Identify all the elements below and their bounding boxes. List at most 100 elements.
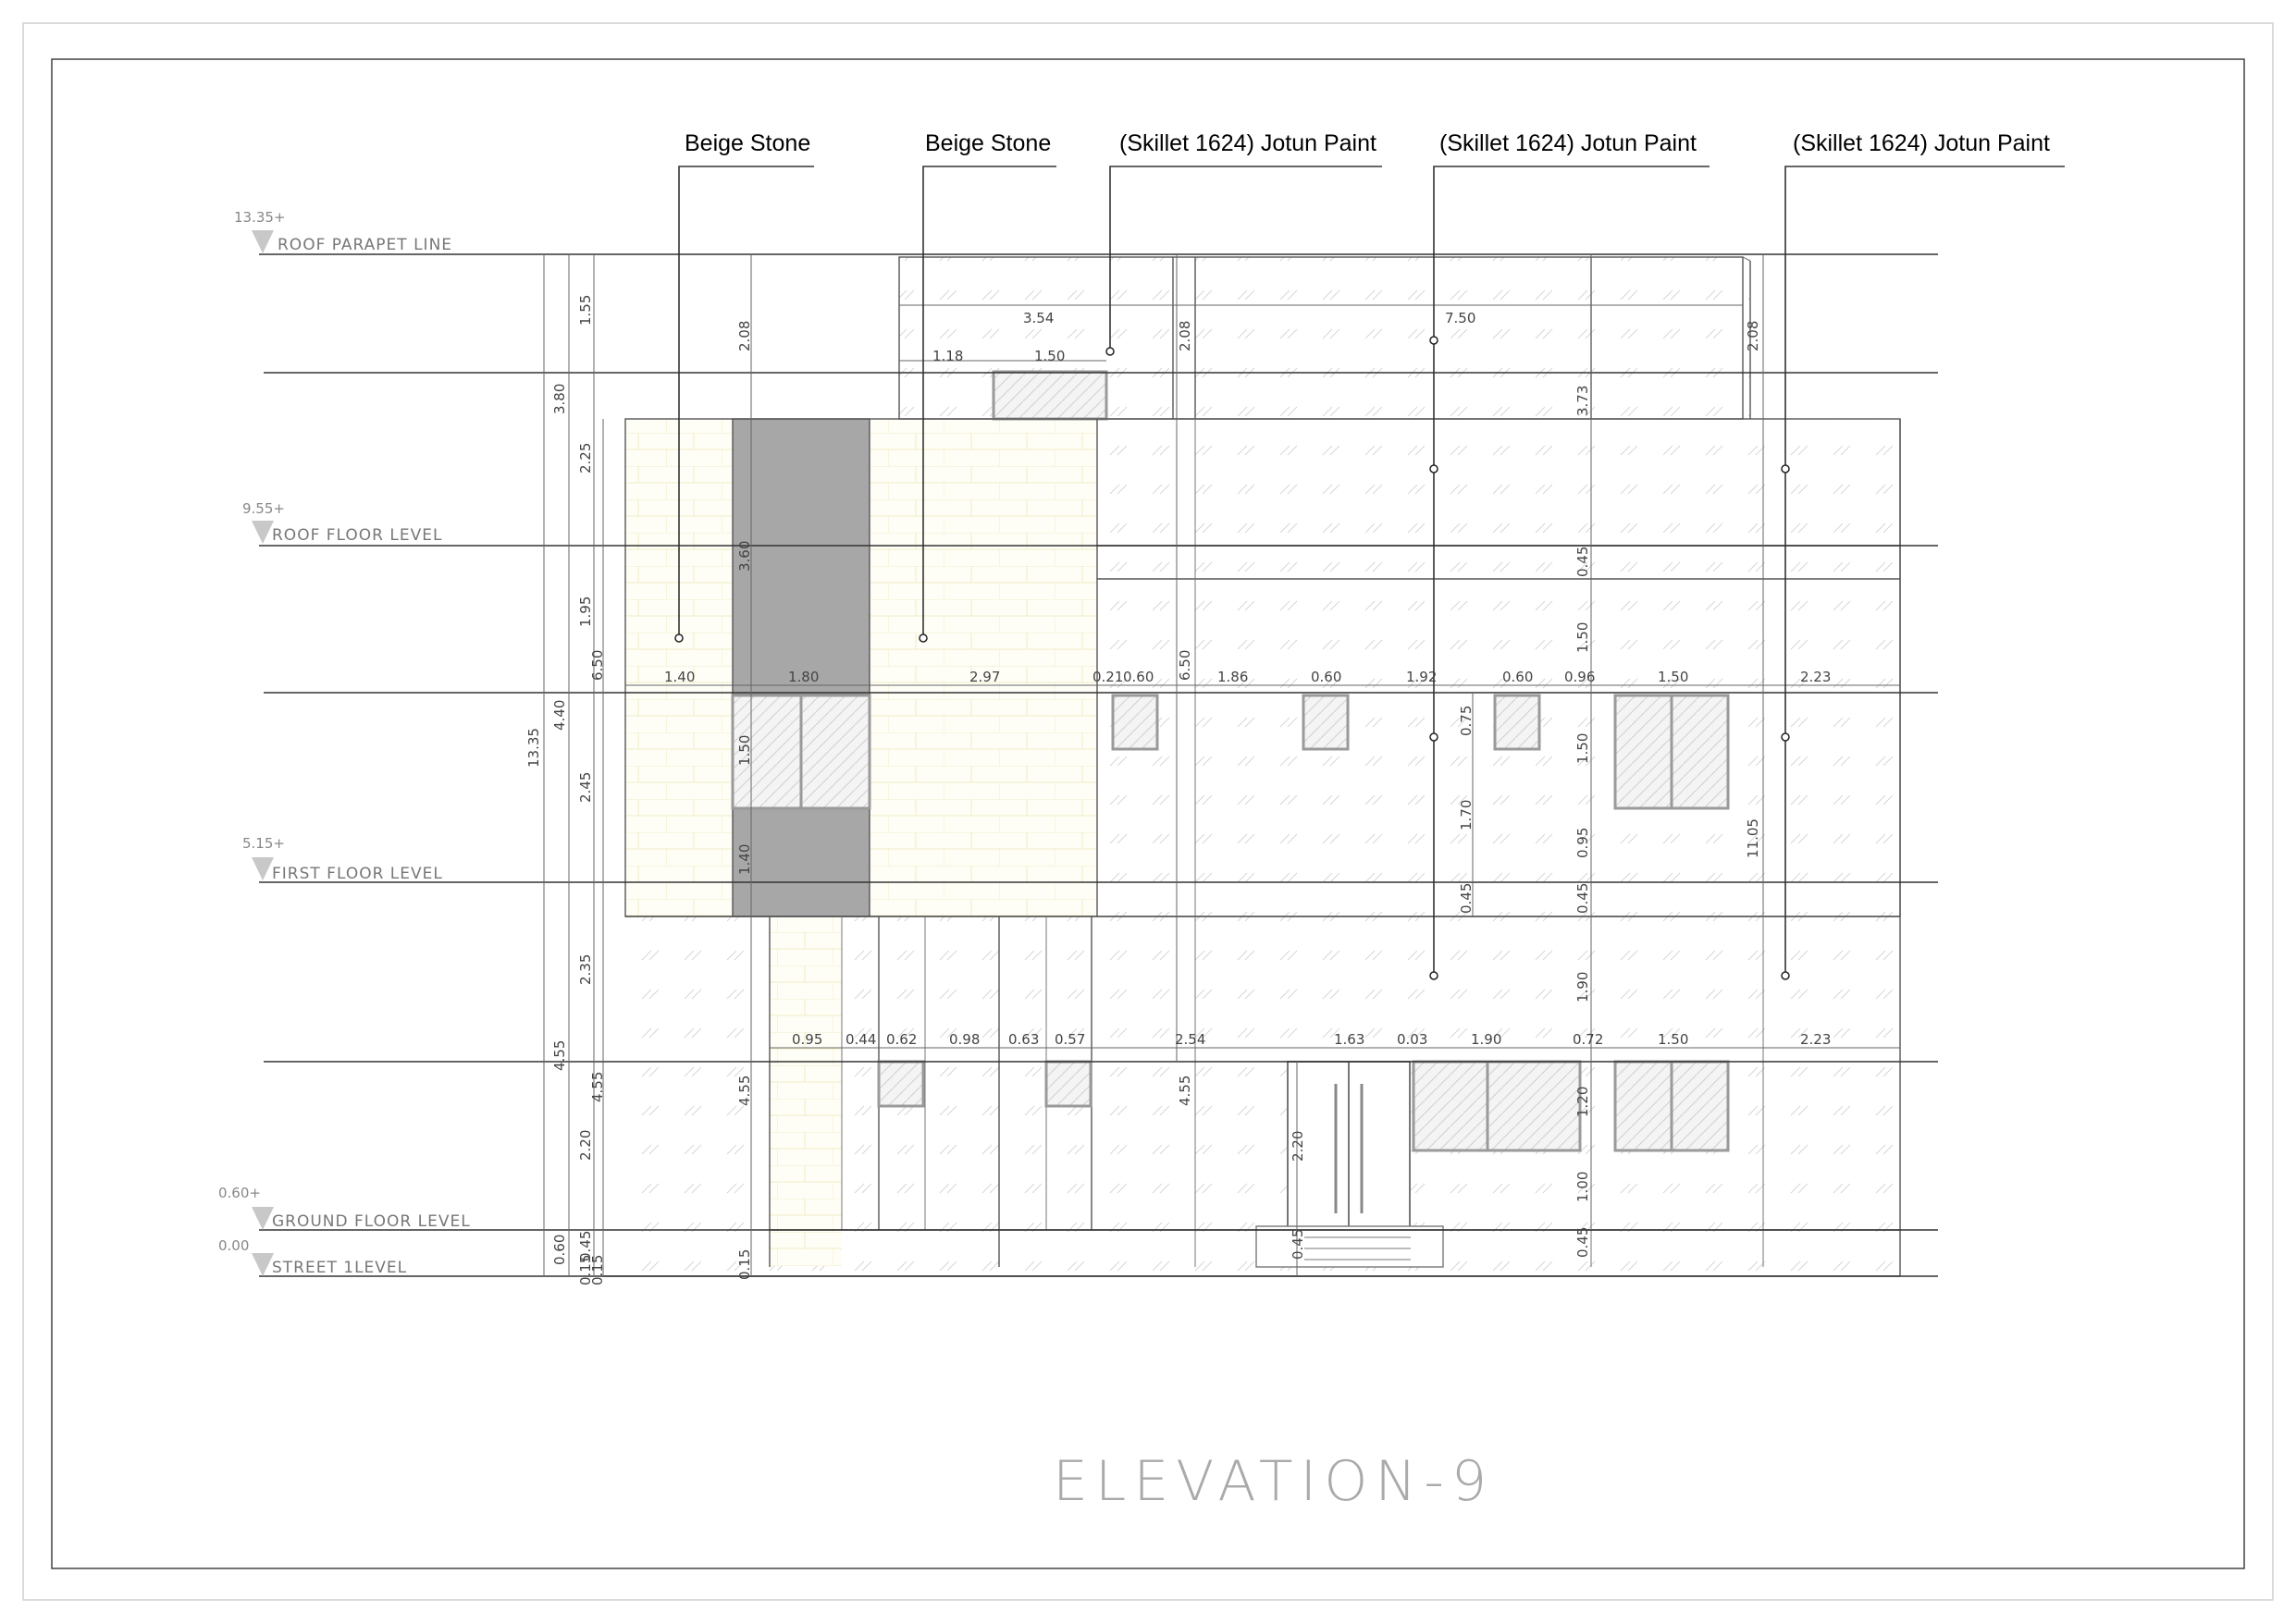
svg-text:0.95: 0.95 bbox=[1574, 828, 1591, 858]
stone-cladding-ground bbox=[770, 916, 842, 1266]
callout-beige-stone-2: Beige Stone bbox=[919, 130, 1056, 643]
svg-text:1.55: 1.55 bbox=[577, 295, 594, 326]
level-first-floor: 5.15+ FIRST FLOOR LEVEL bbox=[242, 835, 443, 883]
svg-text:4.55: 4.55 bbox=[589, 1072, 606, 1102]
svg-text:2.20: 2.20 bbox=[1290, 1131, 1306, 1162]
svg-text:1.95: 1.95 bbox=[577, 596, 594, 627]
svg-text:2.08: 2.08 bbox=[1745, 321, 1761, 351]
level-street: 0.00 STREET 1LEVEL bbox=[218, 1237, 407, 1277]
svg-text:1.92: 1.92 bbox=[1406, 669, 1437, 685]
svg-text:0.60: 0.60 bbox=[1123, 669, 1154, 685]
window-ff-1 bbox=[1111, 694, 1159, 751]
dimension-labels-horizontal: 3.54 7.50 1.18 1.50 1.40 1.80 2.97 0.21 … bbox=[664, 310, 1831, 1048]
svg-text:4.55: 4.55 bbox=[736, 1076, 753, 1106]
svg-text:Beige Stone: Beige Stone bbox=[925, 130, 1051, 156]
dark-column-lower bbox=[732, 807, 870, 917]
svg-text:3.60: 3.60 bbox=[736, 541, 753, 572]
svg-text:0.03: 0.03 bbox=[1397, 1031, 1427, 1048]
svg-text:0.75: 0.75 bbox=[1458, 706, 1475, 736]
svg-text:(Skillet 1624) Jotun Paint: (Skillet 1624) Jotun Paint bbox=[1439, 130, 1697, 156]
sheet-border-outer bbox=[22, 22, 2274, 1601]
svg-text:2.08: 2.08 bbox=[1177, 321, 1193, 351]
svg-text:2.35: 2.35 bbox=[577, 954, 594, 985]
svg-text:0.96: 0.96 bbox=[1564, 669, 1595, 685]
svg-text:0.15: 0.15 bbox=[736, 1249, 753, 1280]
svg-text:2.45: 2.45 bbox=[577, 772, 594, 803]
svg-text:1.86: 1.86 bbox=[1217, 669, 1248, 685]
svg-text:0.60+: 0.60+ bbox=[218, 1185, 261, 1201]
dimension-labels-vertical: 13.35 3.80 4.40 4.55 0.60 1.55 2.25 1.95… bbox=[525, 295, 1761, 1285]
svg-text:(Skillet 1624) Jotun Paint: (Skillet 1624) Jotun Paint bbox=[1793, 130, 2050, 156]
svg-text:STREET 1LEVEL: STREET 1LEVEL bbox=[272, 1259, 407, 1277]
svg-text:5.15+: 5.15+ bbox=[242, 835, 285, 852]
svg-text:0.60: 0.60 bbox=[1311, 669, 1341, 685]
level-ground-floor: 0.60+ GROUND FLOOR LEVEL bbox=[218, 1185, 471, 1231]
svg-text:4.55: 4.55 bbox=[551, 1040, 568, 1071]
svg-text:0.60: 0.60 bbox=[551, 1235, 568, 1265]
svg-text:1.40: 1.40 bbox=[664, 669, 695, 685]
sheet-border-inner bbox=[51, 58, 2245, 1569]
svg-text:11.05: 11.05 bbox=[1745, 818, 1761, 858]
svg-text:13.35+: 13.35+ bbox=[234, 209, 286, 226]
svg-text:9.55+: 9.55+ bbox=[242, 500, 285, 517]
svg-text:0.95: 0.95 bbox=[792, 1031, 822, 1048]
callout-beige-stone-1: Beige Stone bbox=[674, 130, 814, 643]
svg-text:0.00: 0.00 bbox=[218, 1237, 249, 1254]
svg-text:1.90: 1.90 bbox=[1471, 1031, 1501, 1048]
stone-cladding-mid bbox=[870, 419, 1097, 916]
svg-text:1.80: 1.80 bbox=[788, 669, 819, 685]
svg-text:0.45: 0.45 bbox=[1574, 1227, 1591, 1258]
svg-text:0.45: 0.45 bbox=[1290, 1229, 1306, 1260]
svg-text:1.18: 1.18 bbox=[932, 348, 963, 364]
svg-text:2.54: 2.54 bbox=[1175, 1031, 1205, 1048]
svg-text:Beige Stone: Beige Stone bbox=[685, 130, 810, 156]
svg-text:ROOF FLOOR LEVEL: ROOF FLOOR LEVEL bbox=[272, 526, 442, 545]
svg-text:0.21: 0.21 bbox=[1092, 669, 1123, 685]
facade bbox=[603, 256, 1901, 1277]
svg-text:FIRST FLOOR LEVEL: FIRST FLOOR LEVEL bbox=[272, 865, 443, 883]
svg-text:ROOF PARAPET LINE: ROOF PARAPET LINE bbox=[278, 236, 452, 254]
level-markers: 13.35+ ROOF PARAPET LINE 9.55+ ROOF FLOO… bbox=[218, 209, 471, 1277]
level-lines bbox=[259, 253, 1938, 1277]
window-gf-3 bbox=[1412, 1060, 1582, 1152]
svg-text:0.45: 0.45 bbox=[1574, 883, 1591, 914]
svg-text:6.50: 6.50 bbox=[589, 650, 606, 681]
callout-jotun-paint-3: (Skillet 1624) Jotun Paint bbox=[1781, 130, 2065, 980]
window-ff-3 bbox=[1493, 694, 1541, 751]
svg-text:3.80: 3.80 bbox=[551, 384, 568, 414]
svg-text:1.90: 1.90 bbox=[1574, 972, 1591, 1002]
svg-text:2.20: 2.20 bbox=[577, 1130, 594, 1161]
svg-text:0.62: 0.62 bbox=[886, 1031, 917, 1048]
svg-text:0.45: 0.45 bbox=[577, 1231, 594, 1261]
svg-text:2.08: 2.08 bbox=[736, 321, 753, 351]
svg-text:0.57: 0.57 bbox=[1055, 1031, 1085, 1048]
svg-text:GROUND FLOOR LEVEL: GROUND FLOOR LEVEL bbox=[272, 1212, 471, 1231]
svg-text:0.72: 0.72 bbox=[1573, 1031, 1603, 1048]
svg-text:0.15: 0.15 bbox=[577, 1255, 594, 1285]
window-ff-2 bbox=[1302, 694, 1350, 751]
svg-text:1.00: 1.00 bbox=[1574, 1172, 1591, 1202]
svg-text:6.50: 6.50 bbox=[1177, 650, 1193, 681]
svg-text:1.20: 1.20 bbox=[1574, 1087, 1591, 1117]
callout-jotun-paint-2: (Skillet 1624) Jotun Paint bbox=[1429, 130, 1710, 980]
svg-text:0.44: 0.44 bbox=[846, 1031, 876, 1048]
svg-text:0.45: 0.45 bbox=[1458, 883, 1475, 914]
svg-text:0.63: 0.63 bbox=[1008, 1031, 1039, 1048]
svg-text:1.50: 1.50 bbox=[1574, 733, 1591, 764]
svg-text:(Skillet 1624) Jotun Paint: (Skillet 1624) Jotun Paint bbox=[1119, 130, 1376, 156]
svg-text:2.23: 2.23 bbox=[1800, 669, 1831, 685]
window-gf-1 bbox=[877, 1060, 925, 1108]
svg-text:1.70: 1.70 bbox=[1458, 800, 1475, 830]
material-callouts: Beige Stone Beige Stone (Skillet 1624) J… bbox=[674, 130, 2065, 980]
svg-text:4.40: 4.40 bbox=[551, 700, 568, 731]
svg-text:1.50: 1.50 bbox=[1574, 622, 1591, 653]
level-roof-floor: 9.55+ ROOF FLOOR LEVEL bbox=[242, 500, 442, 545]
dimension-lines bbox=[543, 254, 1900, 1276]
svg-text:2.23: 2.23 bbox=[1800, 1031, 1831, 1048]
dark-column-upper bbox=[732, 418, 870, 695]
svg-text:1.50: 1.50 bbox=[1034, 348, 1065, 364]
dim-overall-13-35: 13.35 bbox=[525, 728, 542, 768]
svg-text:1.50: 1.50 bbox=[736, 735, 753, 766]
drawing-title: ELEVATION-9 bbox=[1053, 1449, 1494, 1514]
svg-text:0.45: 0.45 bbox=[1574, 547, 1591, 577]
